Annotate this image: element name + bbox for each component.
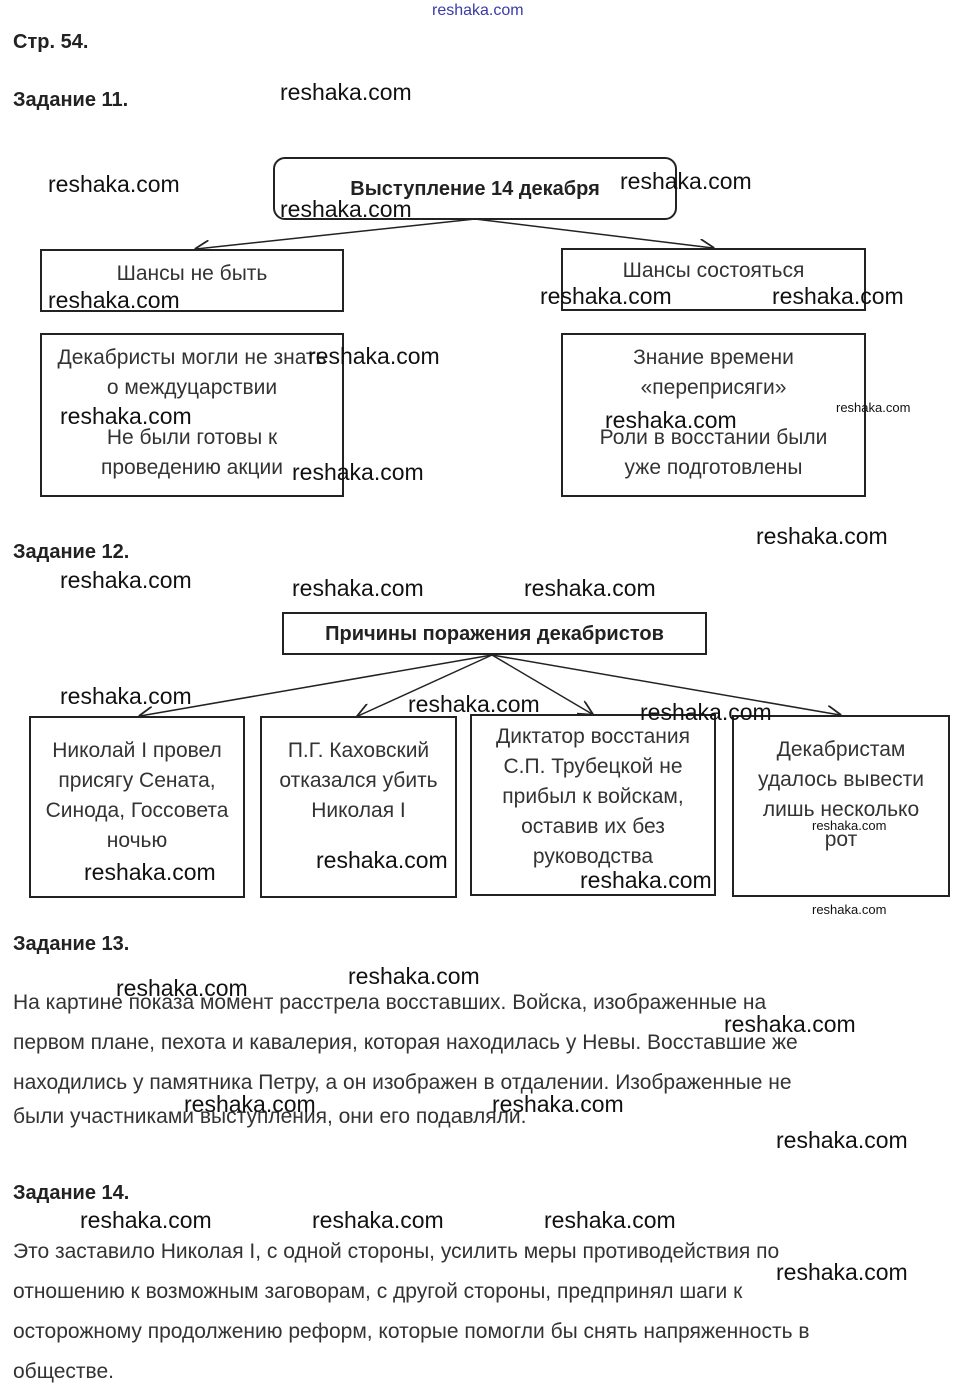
chances-yes-item-1: Знание времени «переприсяги» — [633, 346, 794, 399]
watermark: reshaka.com — [348, 963, 480, 989]
task-13-line-2: первом плане, пехота и кавалерия, котора… — [13, 1031, 798, 1054]
watermark: reshaka.com — [724, 1011, 856, 1037]
chances-yes-label: Шансы состояться — [622, 259, 805, 282]
watermark: reshaka.com — [80, 1207, 212, 1233]
task-13-answer: На картине показа момент расстрела восст… — [13, 983, 943, 1137]
watermark: reshaka.com — [60, 567, 192, 593]
watermark: reshaka.com — [308, 343, 440, 369]
cause-4-text: Декабристам удалось вывести лишь несколь… — [758, 738, 924, 851]
task-14-line-2: отношению к возможным заговорам, с друго… — [13, 1280, 743, 1303]
watermark: reshaka.com — [524, 575, 656, 601]
watermark: reshaka.com — [776, 1259, 908, 1285]
arrow-to-cause-2 — [358, 654, 493, 716]
watermark: reshaka.com — [492, 1091, 624, 1117]
page-number: Стр. 54. — [13, 31, 89, 53]
chances-yes-box: Шансы состояться — [561, 248, 866, 311]
task-11-top-box: Выступление 14 декабря — [273, 157, 677, 220]
task-11-heading: Задание 11. — [13, 89, 129, 111]
watermark: reshaka.com — [640, 699, 772, 725]
watermark: reshaka.com — [544, 1207, 676, 1233]
watermark: reshaka.com — [776, 1127, 908, 1153]
task-11-top-label: Выступление 14 декабря — [350, 177, 600, 200]
chances-not-box: Шансы не быть — [40, 249, 344, 312]
watermark: reshaka.com — [184, 1091, 316, 1117]
task-12-top-label: Причины поражения декабристов — [325, 622, 664, 645]
task-14-line-3: осторожному продолжению реформ, которые … — [13, 1320, 810, 1343]
cause-box-1: Николай I провел присягу Сената, Синода,… — [29, 716, 245, 898]
arrow-to-chances-yes — [474, 218, 713, 248]
watermark: reshaka.com — [620, 168, 752, 194]
task-14-answer: Это заставило Николая I, с одной стороны… — [13, 1232, 943, 1392]
chances-not-item-2: Не были готовы к проведению акции — [100, 426, 284, 479]
watermark: reshaka.com — [408, 691, 540, 717]
watermark: reshaka.com — [280, 79, 412, 105]
arrow-to-cause-4 — [491, 654, 840, 715]
task-13-line-4: были участниками выступления, они его по… — [13, 1105, 527, 1128]
watermark: reshaka.com — [772, 283, 904, 309]
watermark: reshaka.com — [60, 683, 192, 709]
cause-1-text: Николай I провел присягу Сената, Синода,… — [45, 739, 229, 852]
cause-box-2: П.Г. Каховский отказался убить Николая I — [260, 716, 457, 898]
task-13-line-3: находились у памятника Петру, а он изобр… — [13, 1071, 792, 1094]
watermark: reshaka.com — [316, 847, 448, 873]
chances-not-label: Шансы не быть — [116, 262, 268, 285]
watermark: reshaka.com — [48, 171, 180, 197]
watermark: reshaka.com — [580, 867, 712, 893]
task-14-line-1: Это заставило Николая I, с одной стороны… — [13, 1240, 780, 1263]
watermark: reshaka.com — [292, 459, 424, 485]
watermark: reshaka.com — [84, 859, 216, 885]
watermark: reshaka.com — [116, 975, 248, 1001]
task-12-heading: Задание 12. — [13, 541, 130, 563]
task-13-line-1: На картине показа момент расстрела восст… — [13, 991, 767, 1014]
watermark: reshaka.com — [812, 902, 887, 917]
watermark: reshaka.com — [836, 400, 911, 415]
task-12-top-box: Причины поражения декабристов — [282, 612, 707, 655]
watermark: reshaka.com — [812, 818, 887, 833]
arrow-to-cause-1 — [140, 654, 493, 716]
cause-3-text: Диктатор восстания С.П. Трубецкой не при… — [496, 725, 690, 868]
watermark: reshaka.com — [48, 287, 180, 313]
watermark: reshaka.com — [605, 407, 737, 433]
watermark: reshaka.com — [540, 283, 672, 309]
task-14-line-4: обществе. — [13, 1360, 114, 1383]
cause-box-3: Диктатор восстания С.П. Трубецкой не при… — [470, 714, 716, 896]
chances-not-item-1: Декабристы могли не знать о междуцарстви… — [57, 346, 327, 399]
watermark: reshaka.com — [280, 196, 412, 222]
watermark: reshaka.com — [432, 2, 524, 19]
watermark: reshaka.com — [312, 1207, 444, 1233]
cause-2-text: П.Г. Каховский отказался убить Николая I — [279, 739, 438, 822]
watermark: reshaka.com — [292, 575, 424, 601]
arrow-to-chances-not — [196, 218, 476, 249]
arrow-to-cause-3 — [491, 654, 592, 714]
cause-box-4: Декабристам удалось вывести лишь несколь… — [732, 715, 950, 897]
chances-yes-item-2: Роли в восстании были уже подготовлены — [599, 426, 828, 479]
chances-yes-details-box: Знание времени «переприсяги» Роли в восс… — [561, 333, 866, 497]
task-14-heading: Задание 14. — [13, 1182, 130, 1204]
task-13-heading: Задание 13. — [13, 933, 130, 955]
chances-not-details-box: Декабристы могли не знать о междуцарстви… — [40, 333, 344, 497]
watermark: reshaka.com — [756, 523, 888, 549]
watermark: reshaka.com — [60, 403, 192, 429]
